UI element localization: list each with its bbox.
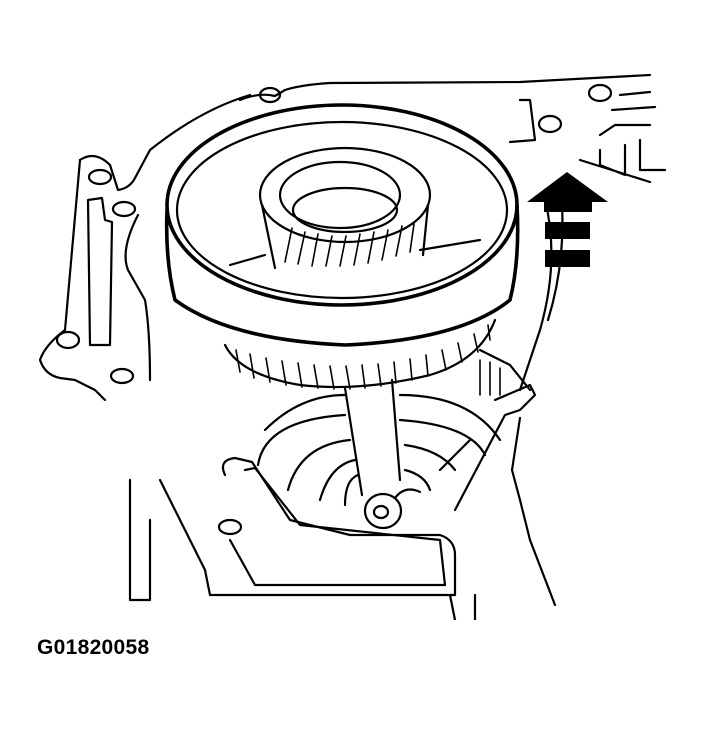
figure-code-label: G01820058 — [37, 636, 150, 659]
drum-gear-teeth — [223, 318, 497, 390]
drum-hub — [258, 146, 432, 270]
case-left-flange — [38, 93, 252, 402]
transmission-diagram — [38, 73, 667, 620]
diagram-drawing — [38, 73, 667, 620]
case-lower-bracket — [128, 198, 564, 620]
inner-assembly — [256, 378, 502, 530]
up-arrow-icon — [527, 172, 608, 267]
clutch-drum — [164, 103, 520, 347]
case-top-rim — [238, 73, 667, 184]
